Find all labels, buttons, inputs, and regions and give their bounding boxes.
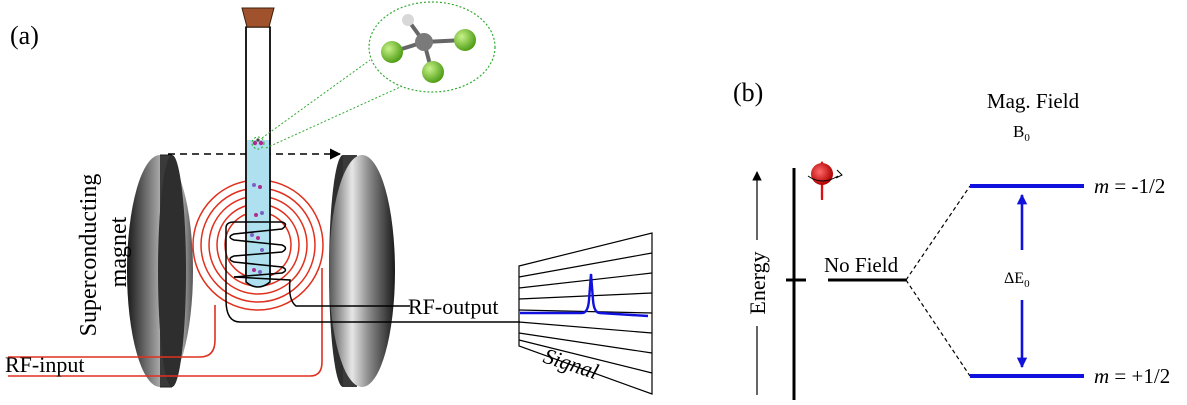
- delta-e-label: ΔE0: [1004, 270, 1030, 290]
- lower-level-label: m = +1/2: [1094, 364, 1170, 388]
- split-line-lower: [905, 279, 971, 377]
- rf-input-wire-2: [8, 268, 323, 377]
- rf-return-wire: [225, 299, 520, 323]
- mag-field-title: Mag. Field: [987, 89, 1080, 113]
- spin-icon: [807, 160, 843, 200]
- split-line-upper: [905, 185, 971, 281]
- upper-level-m: m: [1094, 174, 1109, 198]
- magnet-label-line1: Superconducting: [76, 174, 102, 337]
- rf-input-label: RF-input: [5, 352, 84, 377]
- panel-a: (a) Superconducting magnet: [5, 1, 653, 395]
- magnet-label: Superconducting magnet: [76, 168, 132, 337]
- sample-molecules: [250, 136, 265, 274]
- lower-level-value: = +1/2: [1109, 364, 1170, 388]
- panel-b: (b) Mag. Field B0 Energy No Field: [733, 78, 1170, 400]
- zoom-line-1: [261, 59, 371, 139]
- delta-main: ΔE: [1004, 270, 1024, 287]
- b0-main: B: [1013, 122, 1024, 141]
- rf-output-wire: [233, 276, 410, 307]
- energy-label-bg: [743, 240, 771, 326]
- delta-sub: 0: [1024, 278, 1030, 290]
- rf-input-wire-1: [8, 305, 216, 358]
- zoom-line-2: [265, 77, 421, 149]
- panel-a-label: (a): [10, 21, 39, 50]
- molecule-model: [381, 14, 476, 83]
- rf-coil-helix: [225, 221, 287, 300]
- signal-peak: [520, 273, 649, 318]
- rf-output-label: RF-output: [408, 294, 498, 319]
- magnet-label-line2: magnet: [106, 216, 132, 287]
- right-magnet: [329, 155, 395, 387]
- sample-tube: [245, 26, 271, 288]
- no-field-label: No Field: [824, 253, 899, 277]
- lower-level-m: m: [1094, 364, 1109, 388]
- b0-sub: 0: [1024, 132, 1030, 144]
- tube-cork: [241, 7, 275, 28]
- energy-label: Energy: [745, 251, 770, 314]
- left-magnet: [127, 154, 193, 388]
- signal-display: [518, 232, 653, 395]
- signal-label: Signal: [540, 343, 601, 384]
- zoom-bubble: [368, 1, 496, 93]
- b0-label: B0: [1013, 122, 1030, 144]
- upper-level-value: = -1/2: [1109, 174, 1165, 198]
- upper-level-label: m = -1/2: [1094, 174, 1165, 198]
- panel-b-label: (b): [733, 78, 763, 107]
